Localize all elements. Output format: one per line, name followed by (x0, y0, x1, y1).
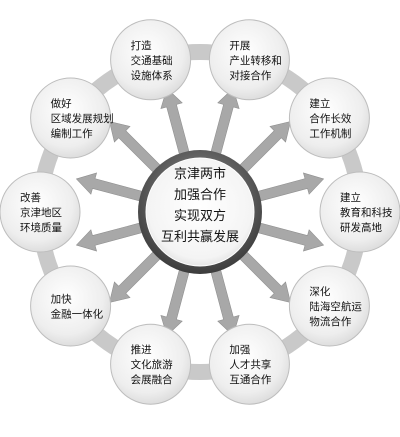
center-line-3: 实现双方 (174, 208, 226, 224)
radial-arrow (237, 121, 291, 175)
radial-arrow (209, 87, 240, 158)
node-label-line: 交通基础 (131, 54, 173, 67)
node-label-line: 工作机制 (309, 127, 351, 140)
node-label-line: 研发高地 (340, 221, 382, 234)
radial-arrow (75, 221, 146, 252)
radial-arrow (209, 266, 240, 337)
radial-arrow (160, 266, 191, 337)
center-line-4: 互利共赢发展 (161, 229, 239, 245)
center-disc (145, 157, 255, 267)
center-line-1: 京津两市 (174, 166, 226, 182)
node-label-line: 金融一体化 (51, 308, 104, 321)
node-label-line: 互通合作 (229, 373, 271, 386)
center-line-2: 加强合作 (174, 188, 226, 203)
node-label-line: 区域发展规划 (51, 112, 114, 125)
radial-arrow (237, 249, 291, 303)
radial-arrow (109, 249, 163, 303)
radial-arrow (109, 121, 163, 175)
node-circle (30, 265, 112, 347)
node-label-line: 加快 (51, 294, 72, 306)
node-label-line: 建立 (340, 191, 361, 204)
node-label-line: 京津地区 (20, 206, 62, 219)
node-label-line: 人才共享 (229, 358, 271, 371)
node-circle (288, 77, 370, 159)
node-label-line: 产业转移和 (229, 54, 282, 67)
node-label-line: 建立 (309, 97, 330, 110)
node-circle (110, 323, 192, 405)
node-circle (319, 171, 400, 253)
radial-arrow (254, 172, 325, 203)
node-label-line: 会展融合 (131, 373, 173, 386)
node-label-line: 编制工作 (51, 127, 93, 140)
radial-arrow (75, 172, 146, 203)
node-label-line: 做好 (51, 97, 72, 110)
node-label-line: 开展 (229, 40, 250, 52)
node-label-line: 加强 (229, 344, 250, 356)
radial-arrow (254, 221, 325, 252)
node-label-line: 深化 (309, 285, 330, 298)
node-label-line: 教育和科技 (340, 206, 393, 219)
node-label-line: 设施体系 (131, 69, 173, 82)
node-circle (110, 19, 192, 101)
arrows-group (75, 87, 325, 337)
node-circle (288, 265, 370, 347)
node-circle (208, 19, 290, 101)
node-label-line: 陆海空航运 (309, 300, 362, 313)
node-label-line: 合作长效 (309, 112, 351, 125)
node-circle (208, 323, 290, 405)
node-label-line: 改善 (20, 191, 41, 204)
node-label-line: 物流合作 (309, 315, 351, 328)
node-label-line: 打造 (131, 39, 152, 52)
node-label-line: 推进 (131, 343, 152, 356)
node-circle (0, 171, 81, 253)
radial-arrow (160, 87, 191, 158)
node-circle (30, 77, 112, 159)
nodes-group: 打造交通基础设施体系开展产业转移和对接合作建立合作长效工作机制建立教育和科技研发… (0, 19, 400, 405)
node-label-line: 环境质量 (20, 221, 62, 234)
center-hub: 京津两市 加强合作 实现双方 互利共赢发展 (138, 150, 262, 274)
node-label-line: 对接合作 (229, 69, 271, 82)
node-label-line: 文化旅游 (131, 358, 173, 371)
